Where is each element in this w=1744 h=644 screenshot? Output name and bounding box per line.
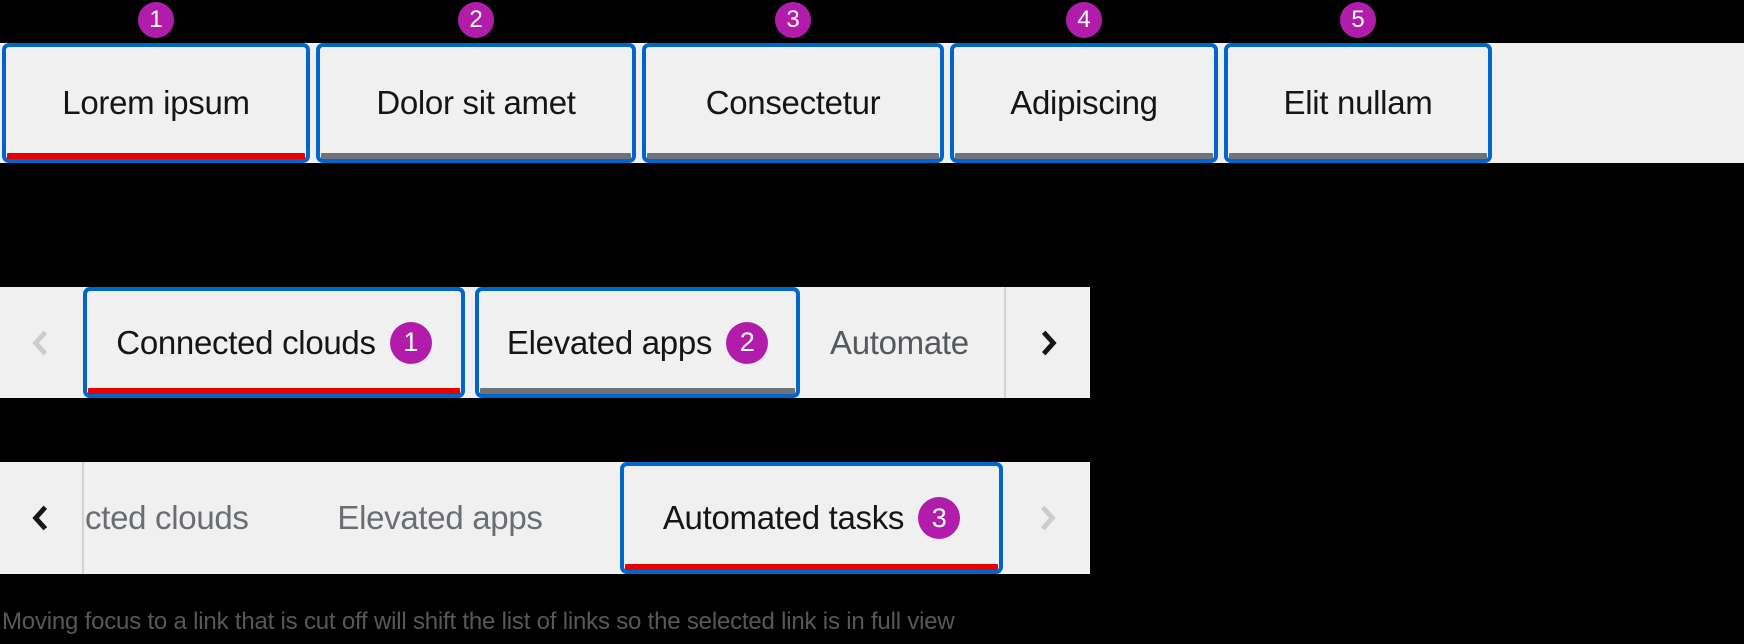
tab-elit-nullam[interactable]: Elit nullam xyxy=(1224,43,1492,163)
unselected-underline xyxy=(955,153,1213,159)
tab-bar-basic: Lorem ipsum Dolor sit amet Consectetur A… xyxy=(0,43,1744,163)
tab-elevated-apps[interactable]: Elevated apps 2 xyxy=(475,287,800,398)
unselected-underline xyxy=(480,388,795,394)
annotation-badge-1: 1 xyxy=(389,321,432,364)
unselected-underline xyxy=(647,153,939,159)
unselected-underline xyxy=(321,153,631,159)
annotation-badge-number: 5 xyxy=(1351,6,1365,33)
tab-label: Connected clouds xyxy=(116,323,376,361)
annotation-badge-2: 2 xyxy=(458,2,494,38)
caption-text: Moving focus to a link that is cut off w… xyxy=(2,608,955,635)
tab-bar-scrollable-shifted: cted clouds Elevated apps Automated task… xyxy=(0,462,1090,574)
annotation-badge-number: 4 xyxy=(1077,6,1091,33)
annotation-badge-number: 3 xyxy=(786,6,800,33)
angle-left-icon xyxy=(32,505,48,531)
tab-label: Elevated apps xyxy=(337,499,543,536)
tab-consectetur[interactable]: Consectetur xyxy=(642,43,944,163)
annotation-badge-number: 3 xyxy=(931,502,947,533)
tab-adipiscing[interactable]: Adipiscing xyxy=(950,43,1218,163)
annotation-badge-1: 1 xyxy=(138,2,174,38)
tab-label: Dolor sit amet xyxy=(376,84,576,121)
tab-connected-clouds-cutoff[interactable]: cted clouds xyxy=(85,462,285,574)
selected-underline xyxy=(7,153,305,159)
annotation-badge-5: 5 xyxy=(1340,2,1376,38)
tab-label: Elevated apps xyxy=(506,323,713,361)
tab-label: Adipiscing xyxy=(1010,84,1158,121)
tab-dolor-sit-amet[interactable]: Dolor sit amet xyxy=(316,43,636,163)
tab-label: Consectetur xyxy=(705,84,881,121)
tab-automated-tasks-cutoff[interactable]: Automate xyxy=(800,287,1005,398)
tab-label: Lorem ipsum xyxy=(62,84,250,121)
tab-lorem-ipsum[interactable]: Lorem ipsum xyxy=(2,43,310,163)
overflow-divider xyxy=(1004,287,1006,398)
annotation-badge-3: 3 xyxy=(918,497,961,539)
tab-automated-tasks[interactable]: Automated tasks 3 xyxy=(620,462,1003,574)
scroll-left-button xyxy=(0,287,82,398)
angle-right-icon xyxy=(1040,505,1056,531)
tab-label: Automate xyxy=(830,323,969,361)
scroll-left-button[interactable] xyxy=(0,462,82,574)
annotation-badge-2: 2 xyxy=(726,321,769,364)
annotation-badge-3: 3 xyxy=(775,2,811,38)
overflow-divider xyxy=(82,462,84,574)
tab-bar-scrollable-start: Connected clouds 1 Elevated apps 2 Autom… xyxy=(0,287,1090,398)
selected-underline xyxy=(88,388,460,394)
angle-left-icon xyxy=(32,330,48,355)
unselected-underline xyxy=(1229,153,1487,159)
tab-label: cted clouds xyxy=(85,499,249,536)
tab-label: Automated tasks xyxy=(662,499,905,536)
tab-label: Elit nullam xyxy=(1283,84,1433,121)
scroll-right-button xyxy=(1003,462,1090,574)
selected-underline xyxy=(625,564,998,570)
angle-right-icon xyxy=(1041,330,1057,355)
annotation-badge-number: 1 xyxy=(149,6,163,33)
tab-elevated-apps[interactable]: Elevated apps xyxy=(300,462,580,574)
annotation-badge-number: 2 xyxy=(739,327,755,357)
annotation-badge-number: 1 xyxy=(403,327,419,357)
scroll-right-button[interactable] xyxy=(1006,287,1090,398)
annotation-badge-4: 4 xyxy=(1066,2,1102,38)
annotation-badge-number: 2 xyxy=(469,6,483,33)
tab-connected-clouds[interactable]: Connected clouds 1 xyxy=(83,287,465,398)
